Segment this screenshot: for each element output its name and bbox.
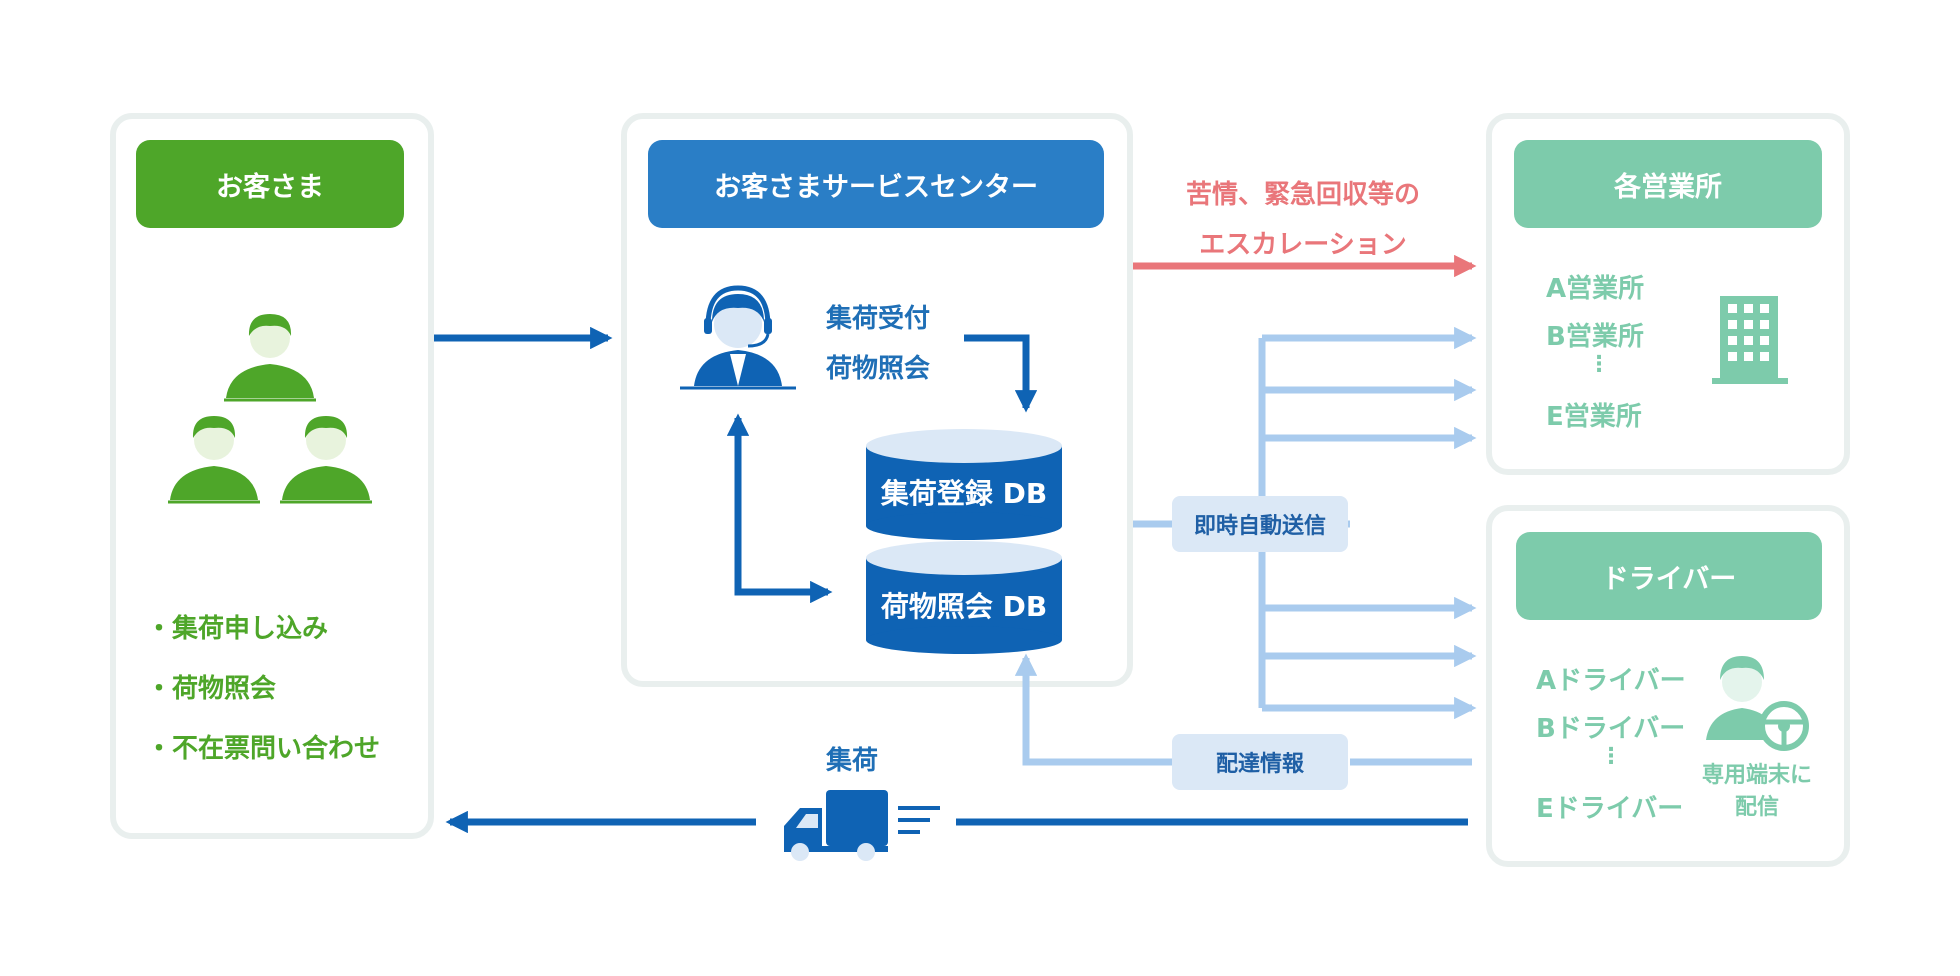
escalation-line-2: エスカレーション bbox=[1199, 230, 1407, 260]
escalation-label: 苦情、緊急回収等の エスカレーション bbox=[1158, 170, 1448, 270]
customer-header: お客さま bbox=[136, 140, 404, 228]
task-pickup-reception: 集荷受付 bbox=[826, 304, 931, 334]
customers-icon bbox=[168, 314, 372, 504]
customer-item-package-inquiry: ・荷物照会 bbox=[146, 674, 277, 704]
escalation-line-1: 苦情、緊急回収等の bbox=[1185, 180, 1420, 210]
office-ellipsis: ⋮ bbox=[1588, 352, 1610, 377]
office-a: A営業所 bbox=[1546, 274, 1645, 304]
service-center-header: お客さまサービスセンター bbox=[648, 140, 1104, 228]
customer-item-absence-inquiry: ・不在票問い合わせ bbox=[146, 734, 381, 764]
auto-send-tag: 即時自動送信 bbox=[1172, 496, 1348, 552]
customer-item-pickup-request: ・集荷申し込み bbox=[146, 614, 329, 644]
pickup-db-label: 集荷登録 DB bbox=[880, 477, 1048, 510]
customer-panel bbox=[110, 113, 434, 839]
driver-e: Eドライバー bbox=[1536, 794, 1684, 824]
truck-icon bbox=[784, 790, 940, 861]
office-b: B営業所 bbox=[1546, 322, 1644, 352]
task-package-inquiry: 荷物照会 bbox=[826, 354, 931, 384]
offices-header: 各営業所 bbox=[1514, 140, 1822, 228]
driver-ellipsis: ⋮ bbox=[1600, 744, 1622, 769]
inquiry-db-label: 荷物照会 DB bbox=[880, 590, 1048, 623]
pickup-db-cylinder bbox=[866, 429, 1062, 540]
building-icon bbox=[1712, 296, 1788, 384]
delivery-info-tag: 配達情報 bbox=[1172, 734, 1348, 790]
driver-b: Bドライバー bbox=[1536, 714, 1686, 744]
terminal-note-line-2: 配信 bbox=[1734, 795, 1779, 820]
terminal-note-line-1: 専用端末に bbox=[1701, 763, 1812, 788]
delivery-info-connector bbox=[1014, 653, 1472, 766]
driver-icon bbox=[1706, 656, 1809, 751]
tasks-to-db-arrow bbox=[964, 334, 1038, 413]
pickup-label: 集荷 bbox=[826, 746, 879, 776]
drivers-header: ドライバー bbox=[1516, 532, 1822, 620]
office-e: E営業所 bbox=[1546, 402, 1642, 432]
operator-inquiry-db-arrow bbox=[726, 413, 833, 604]
driver-a: Aドライバー bbox=[1536, 666, 1686, 696]
inquiry-db-cylinder bbox=[866, 541, 1062, 654]
operator-icon bbox=[680, 285, 796, 390]
terminal-note: 専用端末に 配信 bbox=[1692, 760, 1822, 824]
